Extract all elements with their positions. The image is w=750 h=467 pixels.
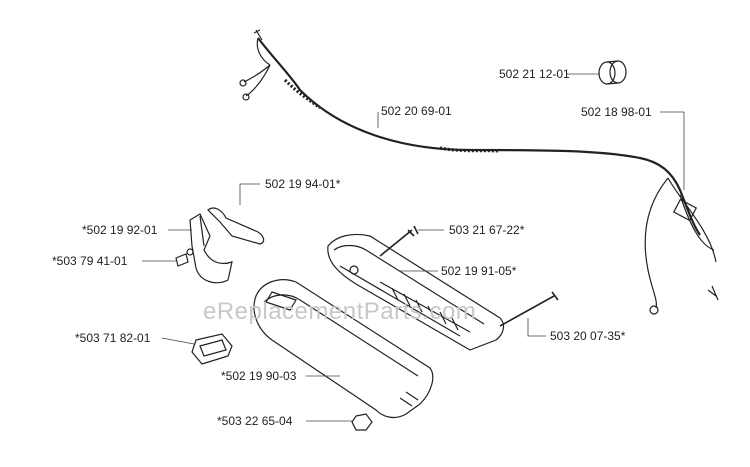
nut-503-22-65-04	[351, 413, 373, 431]
part-label-503-71-82-01: *503 71 82-01	[75, 331, 151, 345]
throttle-cable	[257, 37, 701, 236]
throttle-cable-coil	[283, 78, 501, 153]
ring-part-502-21-12-01	[598, 60, 627, 85]
part-label-502-19-92-01: *502 19 92-01	[82, 223, 158, 237]
part-label-503-20-07-35: 503 20 07-35*	[550, 329, 626, 343]
part-label-502-19-91-05: 502 19 91-05*	[441, 264, 517, 278]
handle-half-right	[327, 233, 505, 351]
leader-503-71-82-01	[161, 337, 195, 345]
part-label-502-21-12-01: 502 21 12-01	[499, 67, 570, 81]
part-label-502-20-69-01: 502 20 69-01	[381, 104, 452, 118]
part-label-502-19-94-01: 502 19 94-01*	[265, 177, 341, 191]
watermark: eReplacementParts.com	[203, 298, 477, 325]
part-label-503-22-65-04: *503 22 65-04	[217, 414, 293, 428]
handle-half-left	[253, 279, 434, 419]
leader-502-19-94-01	[239, 183, 260, 205]
part-label-502-18-98-01: 502 18 98-01	[581, 105, 652, 119]
screw-503-21-67-22	[379, 225, 419, 257]
part-label-503-79-41-01: *503 79 41-01	[52, 254, 128, 268]
cable-top-end	[253, 29, 263, 41]
part-label-503-21-67-22: 503 21 67-22*	[449, 223, 525, 237]
wiring-harness	[644, 177, 717, 309]
leader-503-20-07-35	[527, 318, 546, 337]
leader-502-18-98-01	[660, 111, 685, 190]
throttle-trigger-assembly	[175, 207, 265, 284]
part-label-502-19-90-03: *502 19 90-03	[221, 369, 297, 383]
screw-503-20-07-35	[499, 291, 559, 327]
stop-switch-503-71-82-01	[191, 333, 233, 365]
